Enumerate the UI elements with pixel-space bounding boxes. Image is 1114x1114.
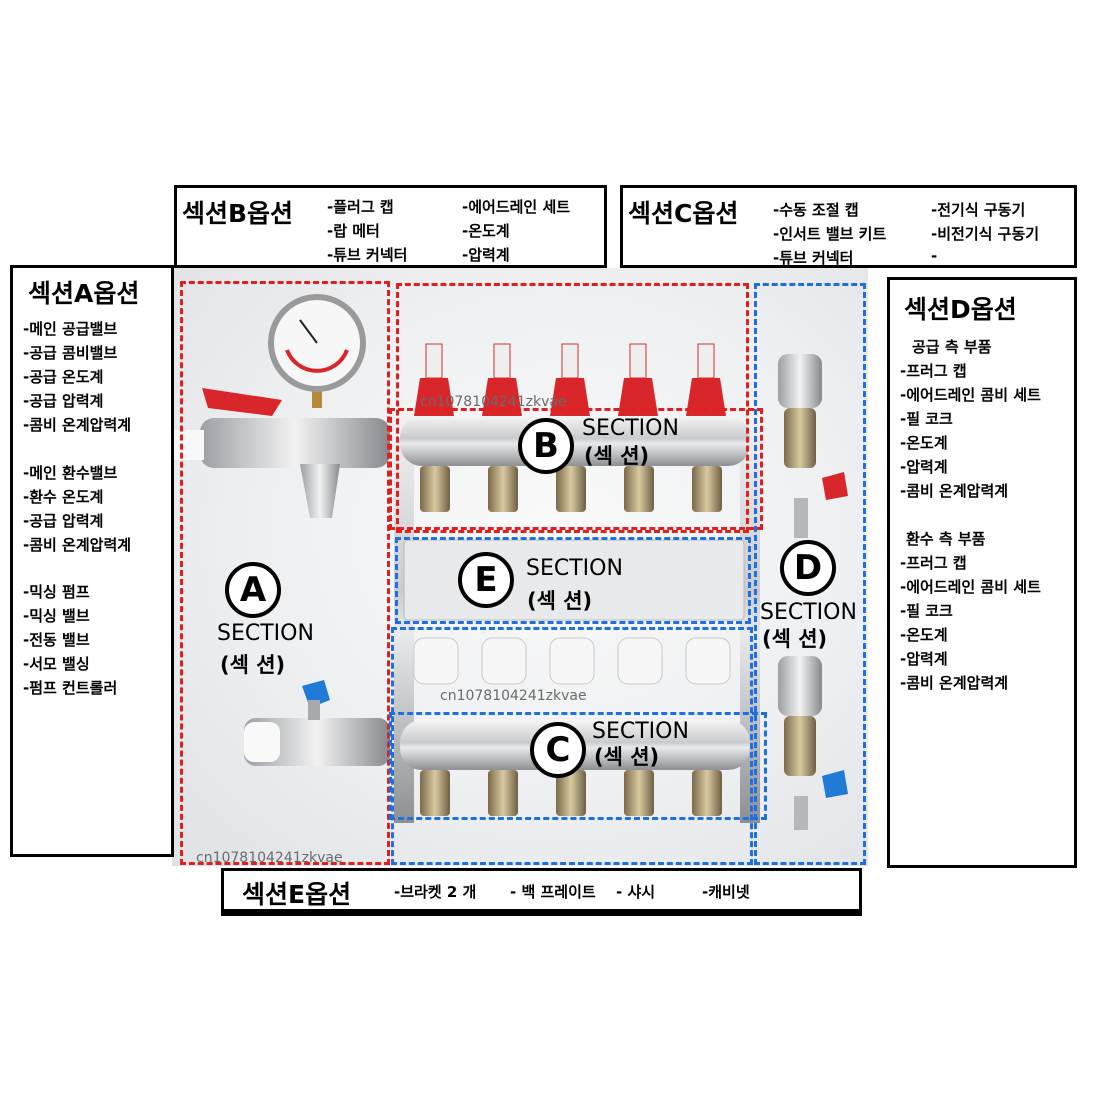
section-a-option: -공급 온도계 <box>23 368 104 386</box>
region-c-badge: C <box>530 722 586 778</box>
region-a-badge: A <box>225 562 281 618</box>
region-d-subtitle: (섹 션) <box>762 627 828 651</box>
section-d-option: -필 코크 <box>900 410 953 428</box>
section-a-components <box>172 294 390 518</box>
section-d-option: -에어드레인 콤비 세트 <box>900 578 1041 596</box>
section-d-option: -온도계 <box>900 626 948 644</box>
section-d-options-title: 섹션D옵션 <box>904 295 1017 324</box>
region-b-badge: B <box>518 418 574 474</box>
section-a-option: -믹싱 펌프 <box>23 583 90 601</box>
section-d-supply-header: 공급 측 부품 <box>912 338 992 356</box>
region-c-title: SECTION <box>592 719 689 744</box>
region-c-inner-outline <box>389 712 767 820</box>
region-d-outline <box>754 283 866 865</box>
section-c-option: -수동 조절 캡 <box>773 201 859 219</box>
actuators <box>413 637 731 685</box>
section-a-option: -믹싱 밸브 <box>23 607 90 625</box>
section-d-return-header: 환수 측 부품 <box>906 530 986 548</box>
section-b-options-title: 섹션B옵션 <box>182 199 294 228</box>
section-c-options-title: 섹션C옵션 <box>628 199 739 228</box>
section-c-option: -비전기식 구동기 <box>931 225 1040 243</box>
region-b-title: SECTION <box>582 416 679 441</box>
section-c-option: -튜브 커넥터 <box>773 249 854 267</box>
watermark: cn1078104241zkvae <box>420 394 567 410</box>
section-b-options-box: 섹션B옵션 -플러그 캡 -에어드레인 세트 -랍 메터 -온도계 -튜브 커넥… <box>174 185 607 268</box>
region-e-subtitle: (섹 션) <box>527 589 593 613</box>
region-d-badge: D <box>780 540 836 596</box>
section-d-option: -온도계 <box>900 434 948 452</box>
region-a-subtitle: (섹 션) <box>220 653 286 677</box>
section-d-option: -프러그 캡 <box>900 554 967 572</box>
section-b-option: -랍 메터 <box>327 222 380 240</box>
region-e-badge: E <box>458 552 514 608</box>
region-c-outline <box>391 627 753 865</box>
section-d-option: -프러그 캡 <box>900 362 967 380</box>
section-c-options-box: 섹션C옵션 -수동 조절 캡 -전기식 구동기 -인서트 밸브 키트 -비전기식… <box>620 185 1077 268</box>
section-e-option: - 샤시 <box>616 883 656 901</box>
region-a-outline <box>180 281 390 865</box>
section-a-option: -메인 공급밸브 <box>23 320 118 338</box>
section-d-option: -필 코크 <box>900 602 953 620</box>
section-e-option: - 백 프레이트 <box>510 883 596 901</box>
section-d-option: -압력계 <box>900 650 948 668</box>
section-d-option: -에어드레인 콤비 세트 <box>900 386 1041 404</box>
section-a-option: -공급 압력계 <box>23 512 104 530</box>
section-d-components <box>778 354 848 830</box>
return-outlet-fittings <box>420 770 722 816</box>
section-c-option: -인서트 밸브 키트 <box>773 225 887 243</box>
section-a-option: -콤비 온계압력계 <box>23 416 132 434</box>
supply-outlet-fittings <box>420 466 722 512</box>
section-e-option: -브라켓 2 개 <box>394 883 477 901</box>
section-a-option: -서모 밸싱 <box>23 655 90 673</box>
section-a-option: -전동 밸브 <box>23 631 90 649</box>
section-e-options-title: 섹션E옵션 <box>242 880 352 909</box>
manifold-photo <box>172 268 868 866</box>
section-a-options-title: 섹션A옵션 <box>28 279 140 308</box>
section-c-option: -전기식 구동기 <box>931 201 1026 219</box>
section-a-option: -콤비 온계압력계 <box>23 536 132 554</box>
region-e-title: SECTION <box>526 556 623 581</box>
flow-meters <box>414 343 726 416</box>
region-a-title: SECTION <box>217 621 314 646</box>
region-b-subtitle: (섹 션) <box>584 444 650 468</box>
section-a-option: -공급 압력계 <box>23 392 104 410</box>
section-c-option: - <box>931 247 938 265</box>
section-a-options-box: 섹션A옵션 -메인 공급밸브 -공급 콤비밸브 -공급 온도계 -공급 압력계 … <box>10 265 174 857</box>
section-a-return-valve <box>244 680 390 766</box>
section-b-option: -플러그 캡 <box>327 198 394 216</box>
supply-manifold-bar <box>400 416 750 466</box>
section-d-option: -콤비 온계압력계 <box>900 482 1009 500</box>
section-e-options-box: 섹션E옵션 -브라켓 2 개 - 백 프레이트 - 샤시 -캐비넷 <box>221 868 862 912</box>
watermark: cn1078104241zkvae <box>440 688 587 704</box>
region-c-subtitle: (섹 션) <box>594 745 660 769</box>
section-b-option: -튜브 커넥터 <box>327 246 408 264</box>
section-b-option: -에어드레인 세트 <box>462 198 571 216</box>
region-b-inner-outline <box>389 408 763 530</box>
section-a-option: -환수 온도계 <box>23 488 104 506</box>
region-d-title: SECTION <box>760 600 857 625</box>
section-a-option: -펌프 컨트롤러 <box>23 679 118 697</box>
section-b-option: -온도계 <box>462 222 510 240</box>
section-b-option: -압력계 <box>462 246 510 264</box>
region-e-outline <box>395 537 751 624</box>
section-d-option: -압력계 <box>900 458 948 476</box>
section-d-option: -콤비 온계압력계 <box>900 674 1009 692</box>
manifold-illustration <box>172 294 848 830</box>
section-e-option: -캐비넷 <box>702 883 750 901</box>
section-a-option: -공급 콤비밸브 <box>23 344 118 362</box>
section-d-options-box: 섹션D옵션 공급 측 부품 -프러그 캡 -에어드레인 콤비 세트 -필 코크 … <box>887 277 1077 868</box>
section-a-option: -메인 환수밸브 <box>23 464 118 482</box>
